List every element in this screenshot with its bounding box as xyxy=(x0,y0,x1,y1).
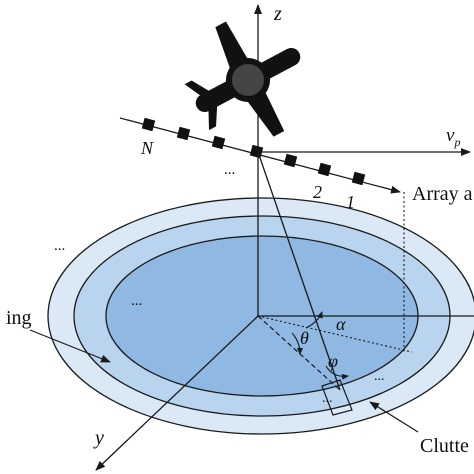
array-element-icon xyxy=(283,153,298,168)
z-axis-label: z xyxy=(273,3,282,25)
element-1-label: 1 xyxy=(346,192,355,212)
phi-arc xyxy=(325,365,349,380)
alpha-arc xyxy=(305,311,323,329)
theta-arc xyxy=(291,332,303,355)
clutter-label: Clutte xyxy=(420,435,469,457)
array-element-icon xyxy=(211,135,226,150)
line-of-sight xyxy=(257,151,341,391)
y-axis xyxy=(95,315,259,471)
array-element-icon xyxy=(351,171,366,186)
alpha-label: α xyxy=(336,314,346,334)
array-axis-projection xyxy=(257,315,413,353)
array-element-icon xyxy=(249,144,264,159)
element-n-label: N xyxy=(140,138,154,158)
velocity-label: vp xyxy=(446,125,460,149)
ring-dots-left: ... xyxy=(54,238,65,254)
cell-dots-left: ... xyxy=(322,391,333,406)
array-element-icon xyxy=(176,126,191,141)
array-dots: ... xyxy=(224,162,235,178)
y-axis-label: y xyxy=(93,427,104,449)
ring-label: ing xyxy=(6,307,32,329)
clutter-leader-arrow xyxy=(369,401,419,433)
ground-projection-line xyxy=(257,315,341,391)
array-axis-label: Array a xyxy=(412,183,473,205)
ring-leader-arrow xyxy=(29,329,111,363)
cell-dots-right: ... xyxy=(374,369,385,384)
airplane-icon xyxy=(184,21,301,137)
element-2-label: 2 xyxy=(313,182,322,202)
array-element-icon xyxy=(317,162,332,177)
phi-label: φ xyxy=(328,351,338,371)
theta-label: θ xyxy=(300,328,309,348)
ring-dots-mid: ... xyxy=(131,293,142,309)
clutter-cell xyxy=(321,379,353,416)
array-element-icon xyxy=(141,117,156,132)
